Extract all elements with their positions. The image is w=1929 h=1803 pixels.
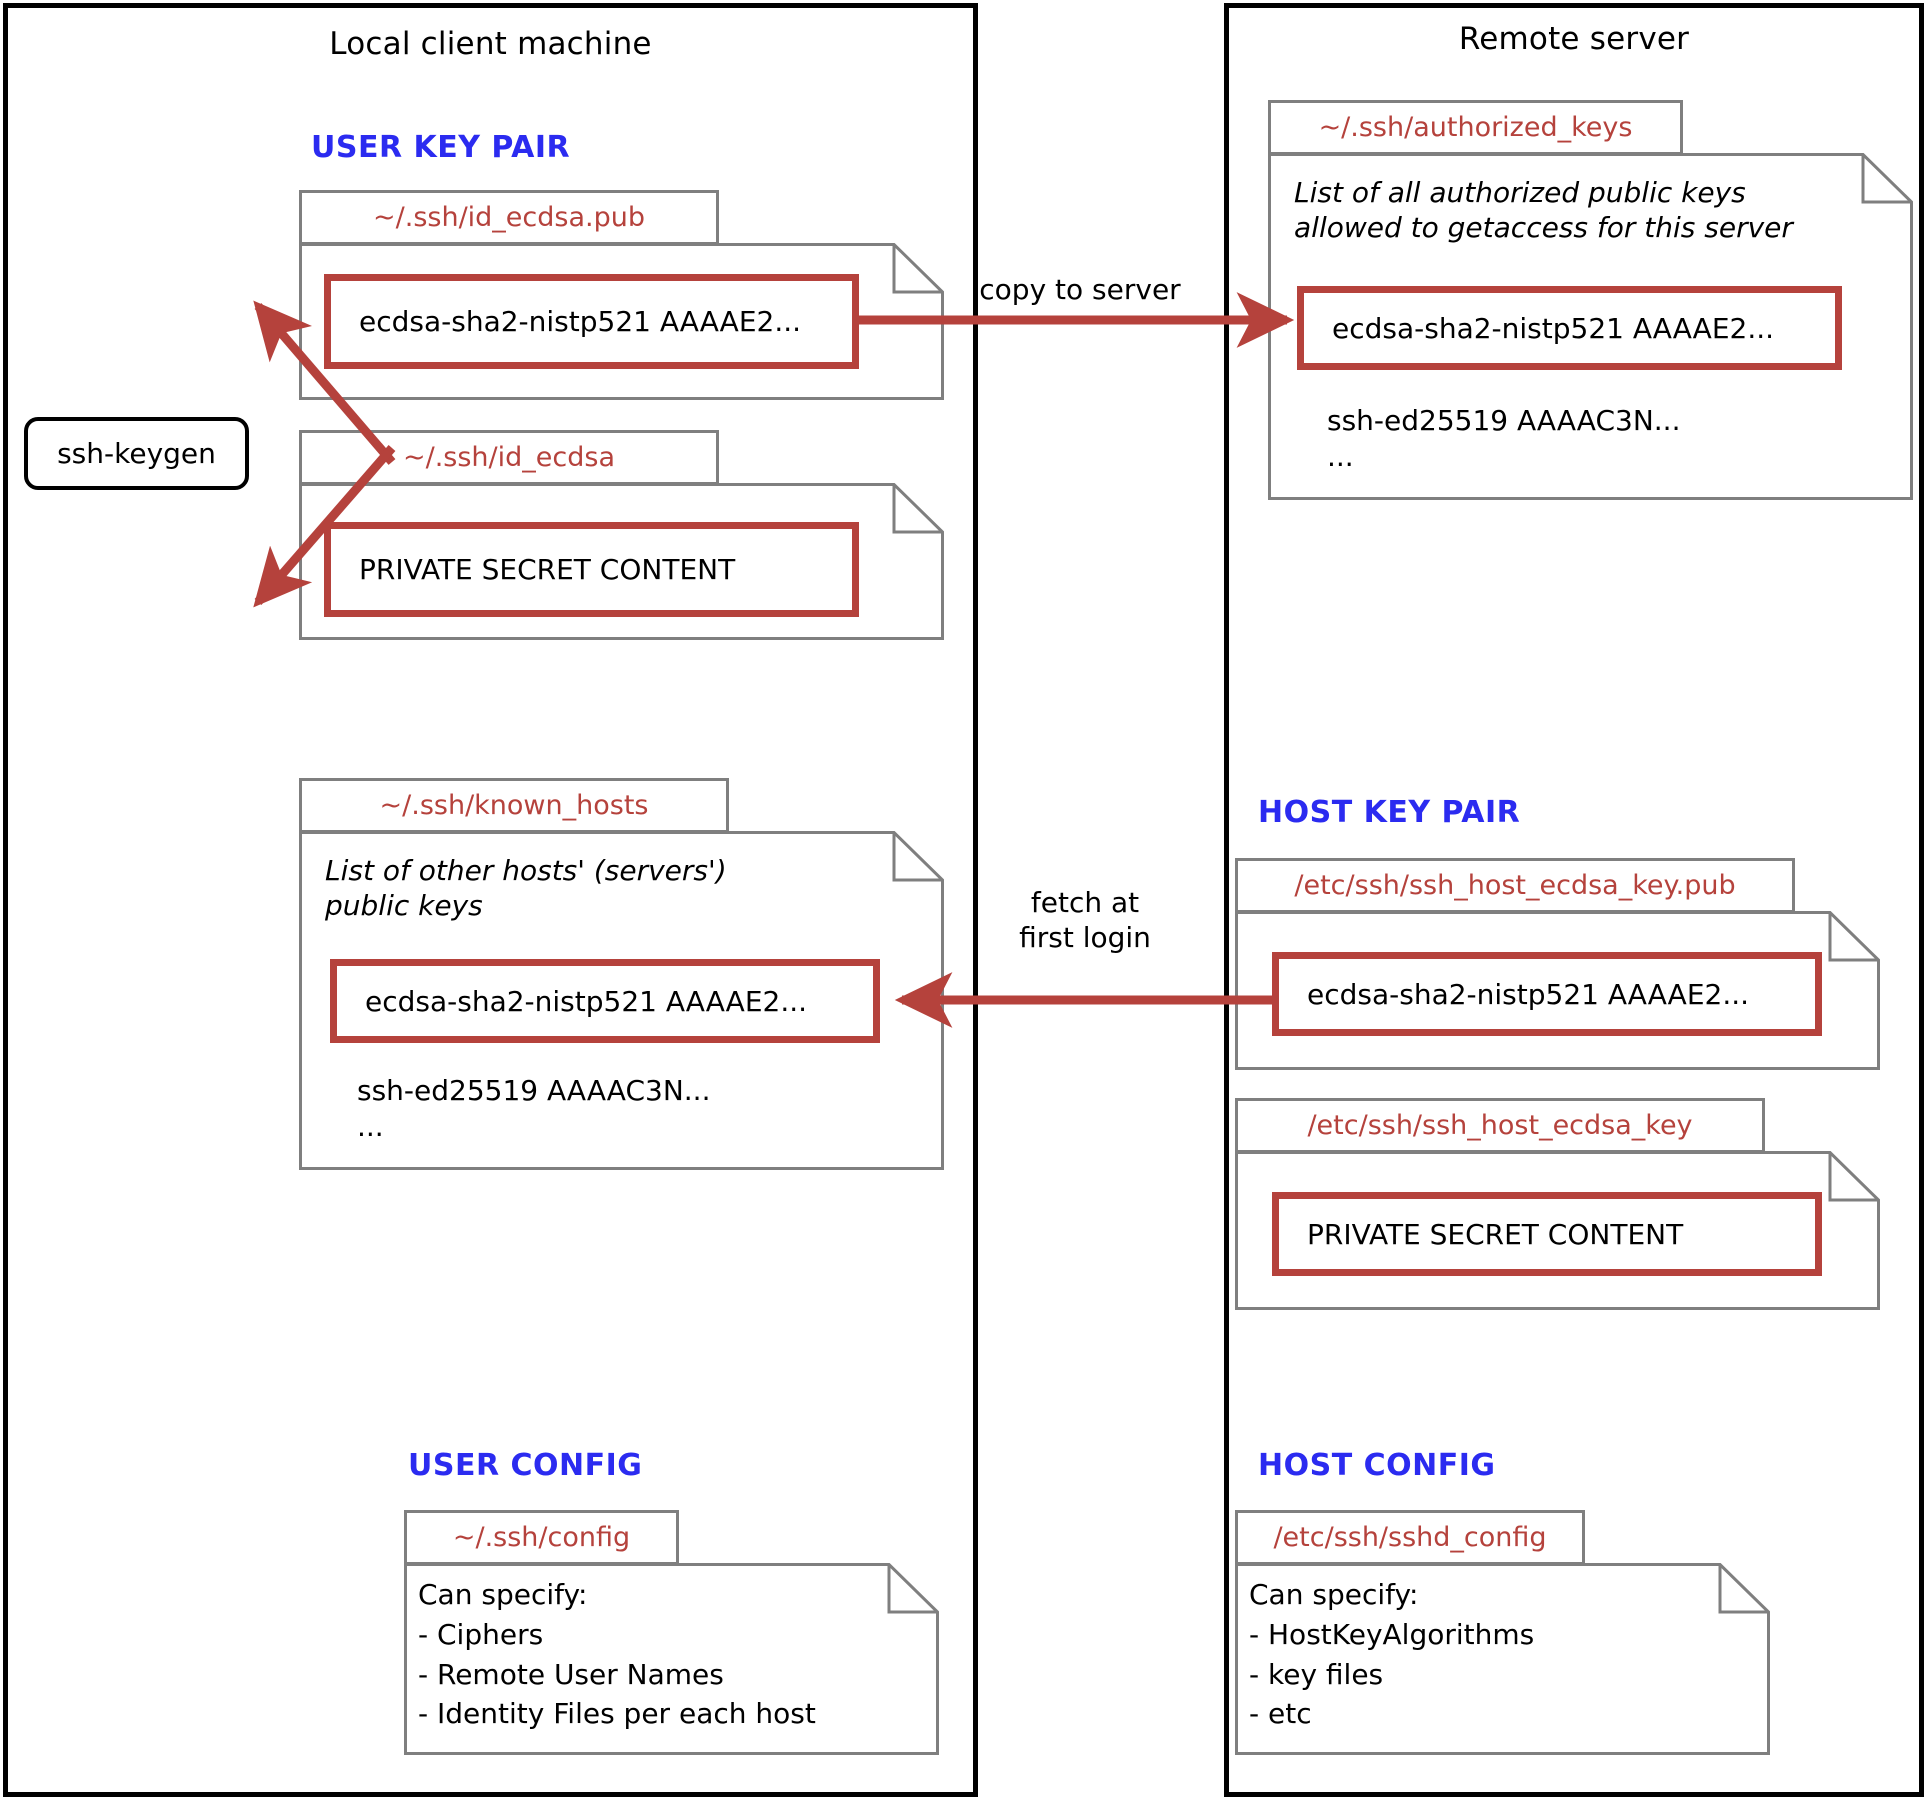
panel-remote-title: Remote server [1458, 21, 1690, 57]
filecard-host-key-pub-path: /etc/ssh/ssh_host_ecdsa_key.pub [1235, 858, 1795, 913]
arrow-fetch-at-first-login [894, 972, 1272, 1028]
filecard-user-config-path: ~/.ssh/config [404, 1510, 679, 1565]
filecard-id-ecdsa-pub-path: ~/.ssh/id_ecdsa.pub [299, 190, 719, 245]
user-config-body: Can specify: - Ciphers - Remote User Nam… [418, 1578, 816, 1731]
file-body-shape [1235, 1563, 1770, 1755]
keybox-user-private-key: PRIVATE SECRET CONTENT [324, 522, 859, 617]
authorized-keys-note: List of all authorized public keys allow… [1294, 176, 1793, 244]
known-hosts-note: List of other hosts' (servers') public k… [325, 854, 727, 922]
panel-local-title: Local client machine [329, 26, 652, 62]
filecard-host-config-path: /etc/ssh/sshd_config [1235, 1510, 1585, 1565]
arrow-copy-to-server [855, 292, 1295, 348]
filecard-known-hosts-path: ~/.ssh/known_hosts [299, 778, 729, 833]
filecard-user-config: ~/.ssh/config Can specify: - Ciphers - R… [404, 1510, 939, 1755]
keybox-host-public-key: ecdsa-sha2-nistp521 AAAAE2... [1272, 952, 1822, 1036]
file-body-shape [404, 1563, 939, 1755]
keybox-known-host-key: ecdsa-sha2-nistp521 AAAAE2... [330, 959, 880, 1043]
filecard-host-key-priv-path: /etc/ssh/ssh_host_ecdsa_key [1235, 1098, 1765, 1153]
ssh-keygen-box[interactable]: ssh-keygen [24, 417, 249, 490]
heading-user-key-pair: USER KEY PAIR [311, 130, 571, 165]
edge-label-fetch-at-first-login: fetch at first login [1019, 886, 1151, 954]
keybox-authorized-public-key: ecdsa-sha2-nistp521 AAAAE2... [1297, 286, 1842, 370]
filecard-user-config-body: Can specify: - Ciphers - Remote User Nam… [404, 1563, 939, 1755]
filecard-host-config: /etc/ssh/sshd_config Can specify: - Host… [1235, 1510, 1770, 1755]
authorized-keys-entries: ssh-ed25519 AAAAC3N... ... [1327, 404, 1681, 474]
host-config-body: Can specify: - HostKeyAlgorithms - key f… [1249, 1578, 1535, 1731]
keybox-user-public-key: ecdsa-sha2-nistp521 AAAAE2... [324, 274, 859, 369]
heading-host-config: HOST CONFIG [1258, 1448, 1496, 1483]
heading-user-config: USER CONFIG [408, 1448, 643, 1483]
arrow-keygen-to-private [253, 445, 396, 608]
keybox-host-private-key: PRIVATE SECRET CONTENT [1272, 1192, 1822, 1276]
edge-label-copy-to-server: copy to server [979, 273, 1181, 306]
filecard-authorized-keys-path: ~/.ssh/authorized_keys [1268, 100, 1683, 155]
heading-host-key-pair: HOST KEY PAIR [1258, 795, 1521, 830]
known-hosts-entries: ssh-ed25519 AAAAC3N... ... [357, 1074, 711, 1144]
arrow-keygen-to-public [253, 300, 396, 465]
filecard-host-config-body: Can specify: - HostKeyAlgorithms - key f… [1235, 1563, 1770, 1755]
